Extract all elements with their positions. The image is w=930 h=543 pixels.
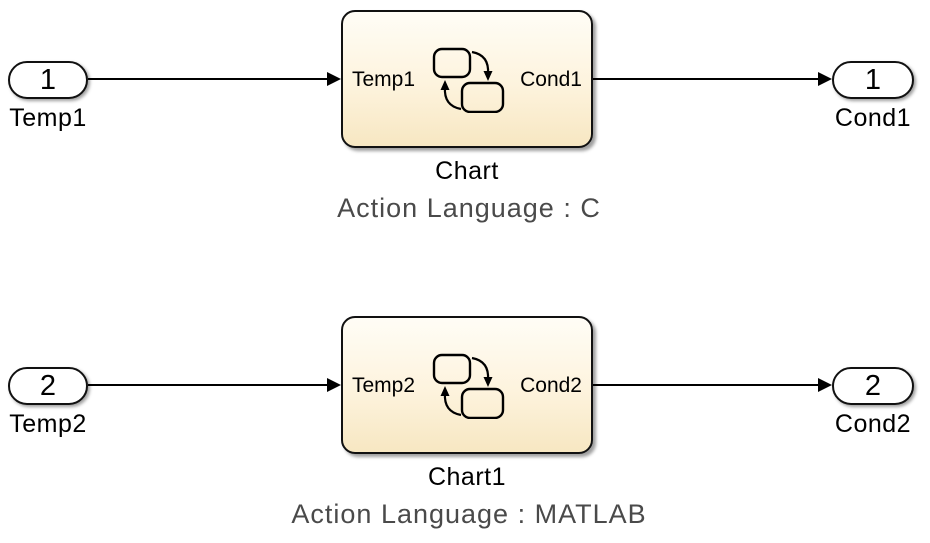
wire-arrowhead-icon <box>818 72 832 86</box>
signal-wire[interactable] <box>593 384 821 386</box>
chart-name-label[interactable]: Chart1 <box>427 463 507 491</box>
port-number: 1 <box>864 63 882 96</box>
stateflow-two-states-cycle-icon <box>432 47 504 113</box>
chart-input-port-label: Temp1 <box>352 67 416 91</box>
signal-wire[interactable] <box>88 78 330 80</box>
port-number: 2 <box>39 369 57 402</box>
inport-block[interactable]: 2 <box>8 367 88 405</box>
chart-input-port-label: Temp2 <box>352 373 416 397</box>
outport-name-label[interactable]: Cond1 <box>834 104 912 132</box>
wire-arrowhead-icon <box>818 378 832 392</box>
action-language-annotation: Action Language : MATLAB <box>291 499 647 529</box>
model-row: 2 Temp2 Temp2 Cond2 2 Cond2 Chart1 Actio… <box>0 306 930 543</box>
model-row: 1 Temp1 Temp1 Cond1 1 Cond1 Chart Action… <box>8 10 914 223</box>
stateflow-chart-block[interactable]: Temp1 Cond1 <box>341 10 593 148</box>
action-language-annotation: Action Language : C <box>337 193 601 223</box>
inport-block[interactable]: 1 <box>8 61 88 99</box>
chart-output-port-label: Cond2 <box>520 373 582 397</box>
signal-wire[interactable] <box>593 78 821 80</box>
port-number: 1 <box>39 63 57 96</box>
outport-block[interactable]: 1 <box>832 61 914 99</box>
outport-name-label[interactable]: Cond2 <box>834 410 912 438</box>
chart-output-port-label: Cond1 <box>520 67 582 91</box>
stateflow-chart-block[interactable]: Temp2 Cond2 <box>341 316 593 454</box>
wire-arrowhead-icon <box>327 378 341 392</box>
chart-name-label[interactable]: Chart <box>435 157 499 185</box>
inport-name-label[interactable]: Temp1 <box>9 104 87 132</box>
wire-arrowhead-icon <box>327 72 341 86</box>
port-number: 2 <box>864 369 882 402</box>
stateflow-two-states-cycle-icon <box>432 353 504 419</box>
signal-wire[interactable] <box>88 384 330 386</box>
outport-block[interactable]: 2 <box>832 367 914 405</box>
inport-name-label[interactable]: Temp2 <box>9 410 87 438</box>
